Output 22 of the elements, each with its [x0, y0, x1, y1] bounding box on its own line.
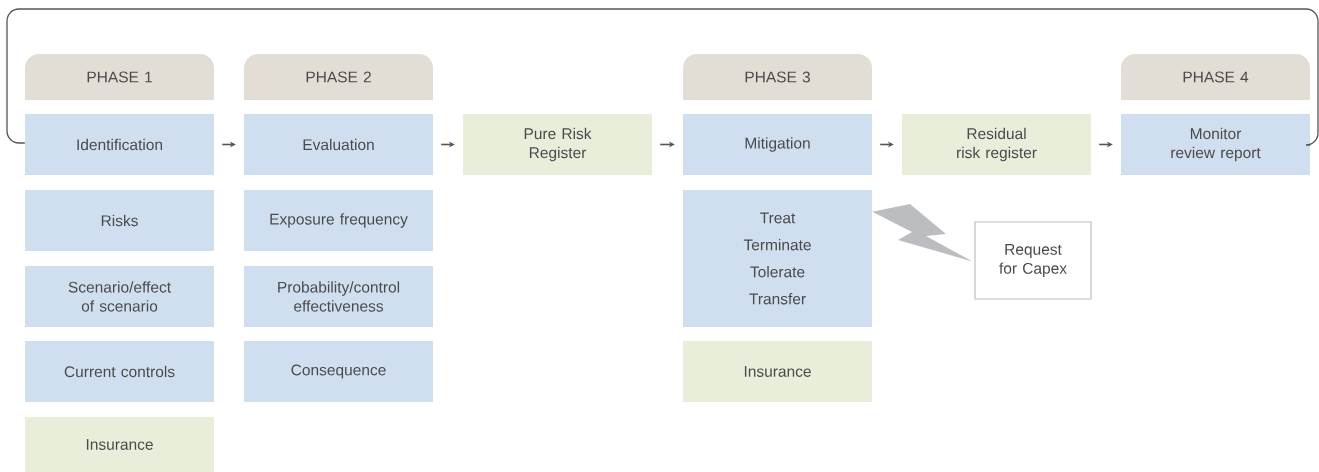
process-box: Pure Risk Register [463, 114, 652, 175]
process-box: Evaluation [244, 114, 433, 175]
process-box: Treat Terminate Tolerate Transfer [683, 190, 872, 327]
process-box: Insurance [25, 417, 214, 472]
process-box: Residual risk register [902, 114, 1091, 175]
phase-tab: PHASE 2 [244, 54, 433, 100]
process-box: Exposure frequency [244, 190, 433, 251]
process-box: Probability/control effectiveness [244, 266, 433, 327]
feedback-loop-line [6, 8, 1319, 146]
lightning-arrow [872, 204, 973, 262]
process-box: Scenario/effect of scenario [25, 266, 214, 327]
phase-tab: PHASE 1 [25, 54, 214, 100]
process-box: Insurance [683, 341, 872, 402]
process-box: Risks [25, 190, 214, 251]
process-box: Identification [25, 114, 214, 175]
phase-tab: PHASE 3 [683, 54, 872, 100]
request-box: Request for Capex [974, 221, 1092, 300]
process-box: Consequence [244, 341, 433, 402]
process-box: Current controls [25, 341, 214, 402]
phase-tab: PHASE 4 [1121, 54, 1310, 100]
process-box: Monitor review report [1121, 114, 1310, 175]
process-box: Mitigation [683, 114, 872, 175]
